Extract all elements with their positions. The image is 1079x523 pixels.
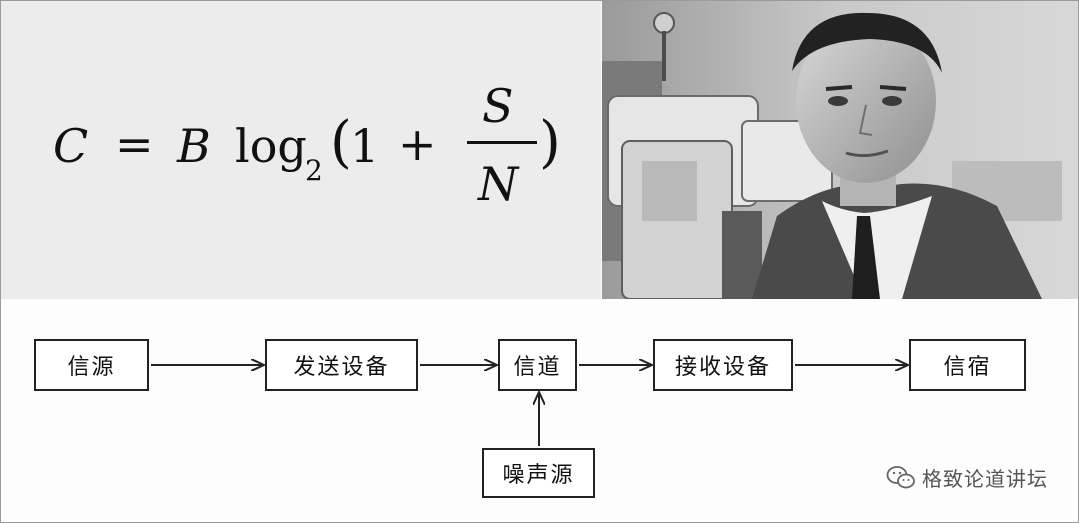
node-transmitter: 发送设备 bbox=[265, 339, 418, 391]
formula-capacity-symbol: C bbox=[53, 119, 89, 173]
formula-log-base: 2 bbox=[305, 154, 323, 187]
node-information-source: 信源 bbox=[34, 339, 149, 391]
formula-log: log bbox=[235, 119, 307, 173]
formula-right-paren: ) bbox=[539, 110, 561, 175]
formula-noise-symbol: N bbox=[478, 157, 519, 211]
formula-left-paren: ( bbox=[330, 110, 352, 175]
formula-one: 1 bbox=[350, 119, 380, 173]
watermark-text: 格致论道讲坛 bbox=[922, 467, 1048, 491]
formula-equals-sign: = bbox=[115, 117, 154, 171]
formula-plus-sign: + bbox=[398, 117, 437, 171]
node-destination: 信宿 bbox=[909, 339, 1026, 391]
formula-bandwidth-symbol: B bbox=[177, 119, 211, 173]
shannon-capacity-formula: C = B log 2 ( 1 + S N ) bbox=[53, 81, 593, 231]
formula-panel: C = B log 2 ( 1 + S N ) bbox=[1, 1, 601, 299]
communication-model-diagram: 信源 发送设备 信道 接收设备 信宿 噪声源 bbox=[1, 301, 1078, 522]
portrait-illustration bbox=[602, 1, 1078, 299]
formula-fraction-bar bbox=[467, 141, 537, 144]
wechat-icon bbox=[886, 465, 915, 488]
portrait-photo bbox=[602, 1, 1078, 299]
node-noise-source: 噪声源 bbox=[482, 448, 595, 498]
formula-signal-symbol: S bbox=[482, 79, 514, 133]
watermark: 格致论道讲坛 bbox=[886, 463, 1048, 492]
node-channel: 信道 bbox=[498, 339, 577, 391]
diagram-connectors bbox=[151, 301, 1078, 446]
node-receiver: 接收设备 bbox=[653, 339, 793, 391]
